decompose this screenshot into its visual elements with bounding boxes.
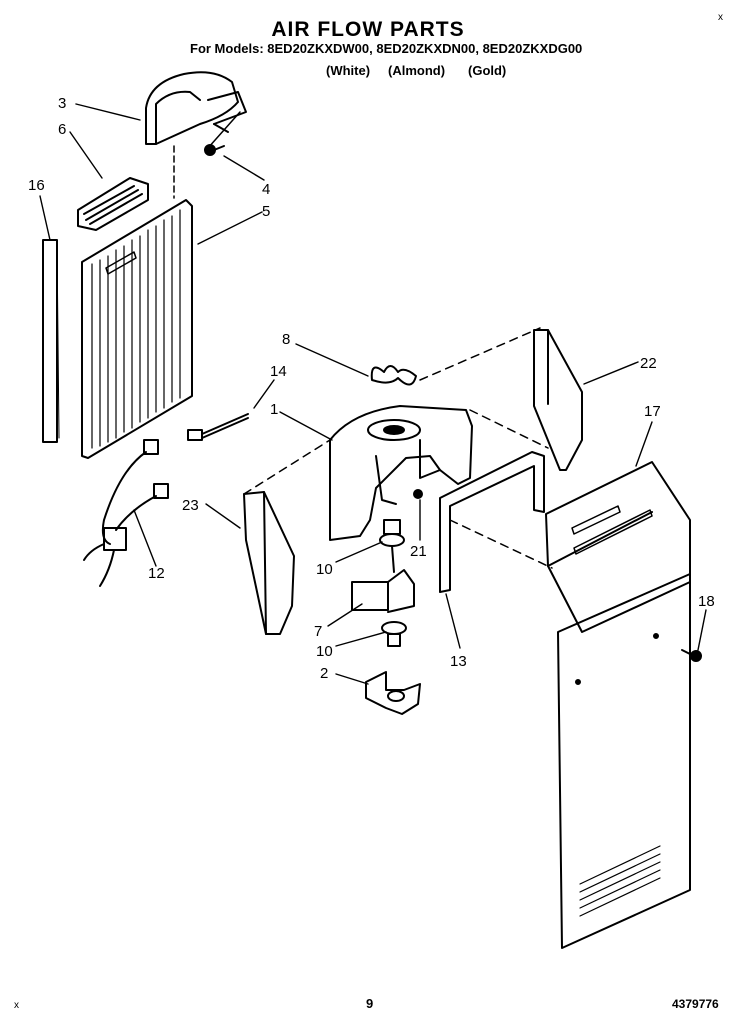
part-22-side-panel (533, 329, 583, 471)
color-gold: (Gold) (468, 63, 507, 78)
corner-mark-bottom: x (14, 1000, 19, 1011)
callout-4: 4 (262, 181, 270, 198)
guide-line (207, 111, 241, 149)
corner-mark-top: x (718, 12, 723, 23)
page-title: AIR FLOW PARTS (271, 18, 465, 41)
part-12-harness (83, 439, 169, 587)
callout-5: 5 (262, 203, 270, 220)
part-16-foam-strip (42, 239, 58, 443)
part-14-heater (187, 413, 249, 441)
callout-12: 12 (148, 565, 165, 582)
model-list: For Models: 8ED20ZKXDW00, 8ED20ZKXDN00, … (190, 41, 583, 56)
callout-18: 18 (698, 593, 715, 610)
part-23-side-panel (243, 491, 295, 635)
callout-23: 23 (182, 497, 199, 514)
callout-22: 22 (640, 355, 657, 372)
callout-13: 13 (450, 653, 467, 670)
part-13-seal (439, 451, 545, 593)
part-6-grille (77, 177, 149, 231)
part-7-motor (351, 489, 423, 647)
callout-6: 6 (58, 121, 66, 138)
part-3-duct (145, 71, 247, 145)
callout-2: 2 (320, 665, 328, 682)
callout-17: 17 (644, 403, 661, 420)
part-2-bracket (365, 671, 421, 715)
callout-14: 14 (270, 363, 287, 380)
part-5-cover-panel (81, 199, 193, 459)
part-8-fan-blade (370, 365, 417, 386)
leader-lines (39, 103, 707, 685)
part-1-fan-housing (329, 405, 473, 541)
callout-8: 8 (282, 331, 290, 348)
part-18-screw (681, 649, 702, 662)
color-white: (White) (326, 63, 371, 78)
document-number: 4379776 (672, 997, 719, 1011)
callout-10: 10 (316, 561, 333, 578)
part-4-screw (204, 144, 225, 156)
color-almond: (Almond) (388, 63, 446, 78)
callout-21: 21 (410, 543, 427, 560)
callout-10: 10 (316, 643, 333, 660)
callout-1: 1 (270, 401, 278, 418)
callout-7: 7 (314, 623, 322, 640)
callout-16: 16 (28, 177, 45, 194)
rear-panel (557, 573, 691, 949)
assembly-lines (243, 327, 553, 569)
callout-3: 3 (58, 95, 66, 112)
page-number: 9 (366, 996, 374, 1011)
